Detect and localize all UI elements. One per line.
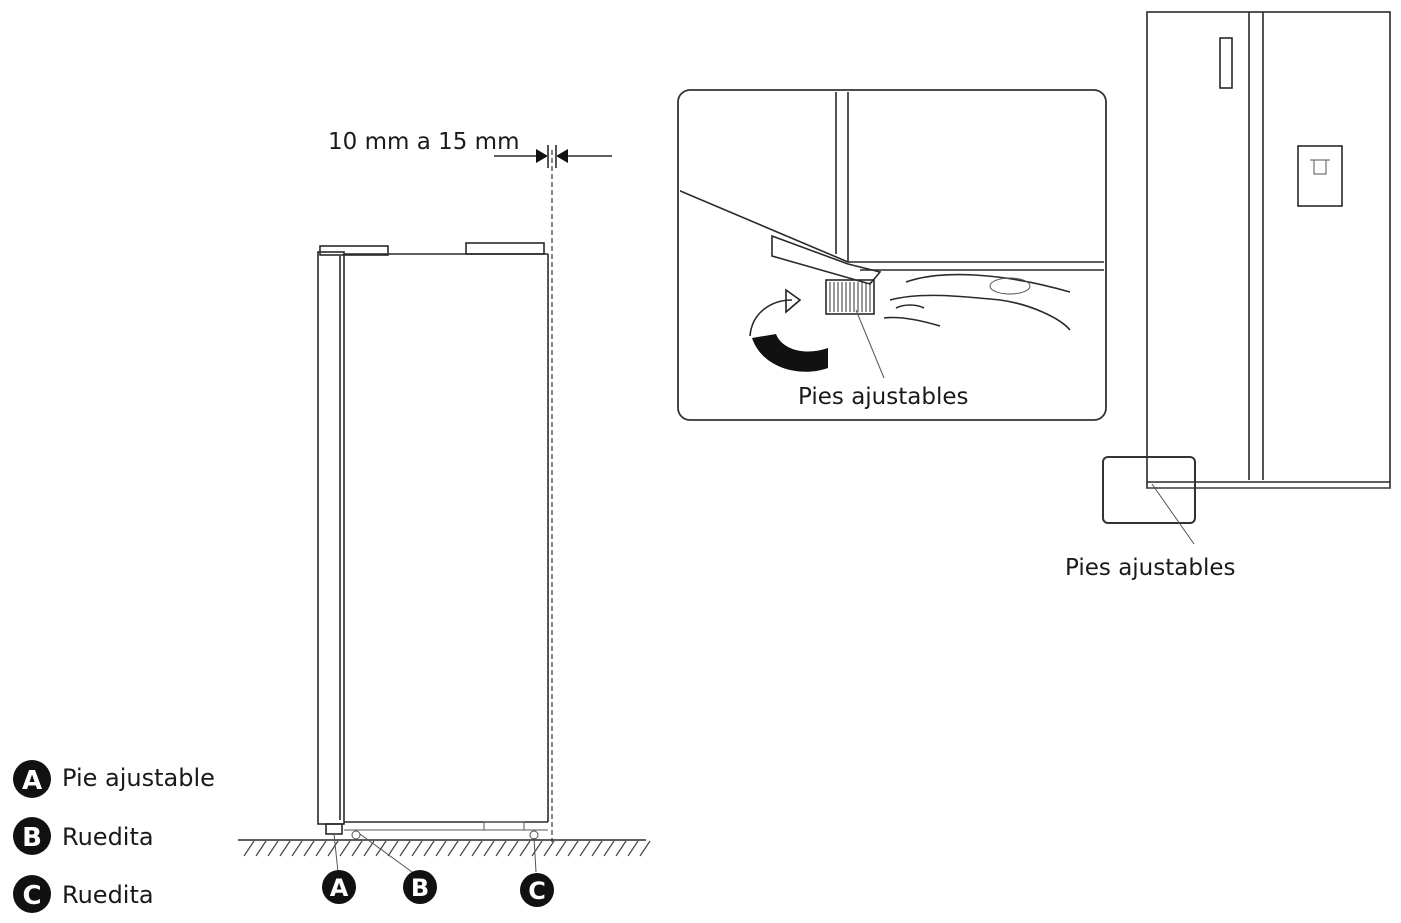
legend: A Pie ajustable B Ruedita C Ruedita — [13, 760, 215, 913]
callout-badge-a: A — [322, 870, 356, 904]
fridge-side-view — [317, 150, 553, 842]
legend-item-c: C Ruedita — [13, 875, 154, 913]
gap-dimension: 10 mm a 15 mm — [328, 129, 612, 168]
svg-text:Pie ajustable: Pie ajustable — [62, 764, 215, 792]
gap-label: 10 mm a 15 mm — [328, 129, 520, 155]
svg-text:C: C — [22, 881, 41, 911]
floor — [238, 839, 651, 857]
callout-badge-b: B — [403, 870, 437, 904]
inset-detail: Pies ajustables — [677, 89, 1107, 421]
side-by-side-fridge: Pies ajustables — [1065, 11, 1391, 581]
callout-leaders — [333, 833, 537, 873]
svg-text:Ruedita: Ruedita — [62, 881, 154, 909]
legend-item-b: B Ruedita — [13, 817, 154, 855]
svg-text:A: A — [330, 874, 349, 902]
svg-text:A: A — [22, 766, 42, 796]
svg-text:B: B — [411, 874, 429, 902]
inset-label: Pies ajustables — [798, 384, 968, 410]
callout-badge-c: C — [520, 873, 554, 907]
side-by-side-label: Pies ajustables — [1065, 555, 1235, 581]
svg-text:B: B — [22, 823, 42, 853]
svg-text:Ruedita: Ruedita — [62, 823, 154, 851]
legend-item-a: A Pie ajustable — [13, 760, 215, 798]
svg-text:C: C — [528, 877, 546, 905]
